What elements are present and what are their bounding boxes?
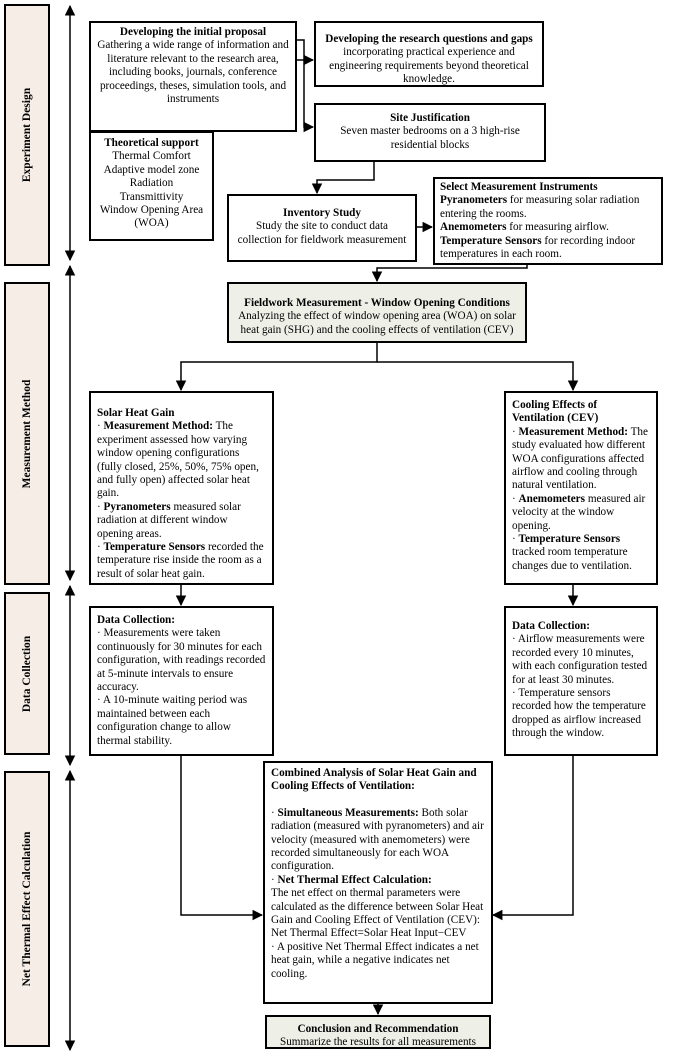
theory-item: Transmittivity	[119, 190, 184, 203]
phase-measurement-method: Measurement Method	[4, 282, 50, 585]
shg-item: · Pyranometers measured solar radiation …	[97, 500, 241, 540]
instrument-term: Pyranometers	[440, 194, 508, 207]
box-title: Theoretical support	[104, 137, 199, 149]
instrument-term: Anemometers	[440, 221, 507, 234]
box-title: Inventory Study	[282, 207, 362, 219]
theory-item: Thermal Comfort	[112, 150, 191, 163]
arrow-data-combined-left	[180, 756, 264, 921]
arrow-fieldwork-split	[175, 342, 378, 392]
research-questions-box: Developing the research questions and ga…	[314, 21, 544, 87]
phase-label: Net Thermal Effect Calculation	[21, 831, 33, 987]
arrow-instruments-fieldwork	[371, 265, 528, 283]
inventory-study-box: Inventory Study Study the site to conduc…	[227, 194, 417, 262]
conclusion-box: Conclusion and Recommendation Summarize …	[265, 1015, 491, 1049]
instrument-item: Pyranometers for measuring solar radiati…	[440, 194, 656, 221]
box-title: Conclusion and Recommendation	[297, 1023, 459, 1035]
box-title: Solar Heat Gain	[97, 407, 175, 419]
box-title: Developing the initial proposal	[119, 26, 267, 38]
phase-data-collection: Data Collection	[4, 592, 50, 755]
site-justification-box: Site Justification Seven master bedrooms…	[314, 103, 546, 162]
data-collection-right-box: Data Collection: · Airflow measurements …	[504, 606, 658, 756]
instrument-text: for measuring airflow.	[506, 221, 609, 234]
instrument-item: Temperature Sensors for recording indoor…	[440, 235, 656, 262]
theory-item: Adaptive model zone	[103, 163, 200, 176]
theoretical-support-box: Theoretical support Thermal Comfort Adap…	[89, 131, 214, 241]
box-title: Data Collection:	[512, 620, 590, 632]
theory-item: Radiation	[129, 177, 174, 190]
box-title: Data Collection:	[97, 614, 175, 626]
arrow-data-combined-right	[491, 756, 574, 921]
phase-label: Data Collection	[21, 635, 33, 712]
cev-item: · Temperature Sensors tracked room tempe…	[512, 533, 632, 572]
box-title: Combined Analysis of Solar Heat Gain and…	[271, 767, 477, 793]
instrument-text: for measuring solar radiation entering t…	[440, 194, 640, 220]
arrow-fieldwork-right	[377, 361, 579, 392]
arrow-site-inventory	[311, 162, 375, 195]
shg-item: · Measurement Method: The experiment ass…	[97, 420, 259, 500]
initial-proposal-box: Developing the initial proposal Gatherin…	[89, 21, 297, 132]
data-item: · Temperature sensors recorded how the t…	[512, 687, 646, 740]
box-title: Select Measurement Instruments	[440, 181, 598, 193]
box-body: incorporating practical experience and e…	[329, 46, 529, 86]
instrument-item: Anemometers for measuring airflow.	[440, 221, 656, 234]
formula: Net Thermal Effect=Solar Heat Input−CEV	[271, 927, 467, 940]
analysis-text: The net effect on thermal parameters wer…	[271, 887, 484, 927]
box-body: Study the site to conduct data collectio…	[237, 220, 407, 246]
fieldwork-box: Fieldwork Measurement - Window Opening C…	[227, 282, 527, 343]
box-title: Site Justification	[390, 112, 470, 124]
arrow-proposal-site	[296, 39, 315, 133]
analysis-text: · A positive Net Thermal Effect indicate…	[271, 940, 479, 980]
data-item: · A 10-minute waiting period was maintai…	[97, 694, 248, 747]
instrument-term: Temperature Sensors	[440, 234, 542, 247]
data-item: · Airflow measurements were recorded eve…	[512, 633, 648, 686]
solar-heat-gain-box: Solar Heat Gain · Measurement Method: Th…	[89, 391, 274, 585]
cev-item: · Measurement Method: The study evaluate…	[512, 425, 648, 492]
phase-label: Experiment Design	[21, 87, 33, 183]
combined-analysis-box: Combined Analysis of Solar Heat Gain and…	[263, 761, 493, 1004]
box-body: Summarize the results for all measuremen…	[279, 1036, 477, 1049]
box-body: Analyzing the effect of window opening a…	[238, 310, 516, 336]
analysis-item: · Simultaneous Measurements: Both solar …	[271, 806, 484, 873]
phase-experiment-design: Experiment Design	[4, 4, 50, 266]
box-title: Fieldwork Measurement - Window Opening C…	[244, 297, 510, 309]
box-title: Cooling Effects of Ventilation (CEV)	[512, 399, 599, 425]
cooling-effects-box: Cooling Effects of Ventilation (CEV) · M…	[504, 391, 658, 585]
data-item: · Measurements were taken continuously f…	[97, 627, 266, 694]
phase-label: Measurement Method	[21, 379, 33, 488]
box-body: Seven master bedrooms on a 3 high-rise r…	[340, 125, 520, 151]
shg-item: · Temperature Sensors recorded the tempe…	[97, 541, 264, 580]
box-body: Gathering a wide range of information an…	[97, 39, 289, 106]
theory-item: Window Opening Area (WOA)	[99, 204, 204, 230]
cev-item: · Anemometers measured air velocity at t…	[512, 492, 646, 532]
phase-net-thermal-effect: Net Thermal Effect Calculation	[4, 771, 50, 1047]
data-collection-left-box: Data Collection: · Measurements were tak…	[89, 606, 274, 756]
instrument-text: for recording indoor temperatures in eac…	[440, 234, 636, 261]
box-title: Developing the research questions and ga…	[325, 33, 533, 45]
analysis-item: · Net Thermal Effect Calculation:	[271, 873, 432, 886]
instruments-box: Select Measurement Instruments Pyranomet…	[433, 177, 663, 265]
